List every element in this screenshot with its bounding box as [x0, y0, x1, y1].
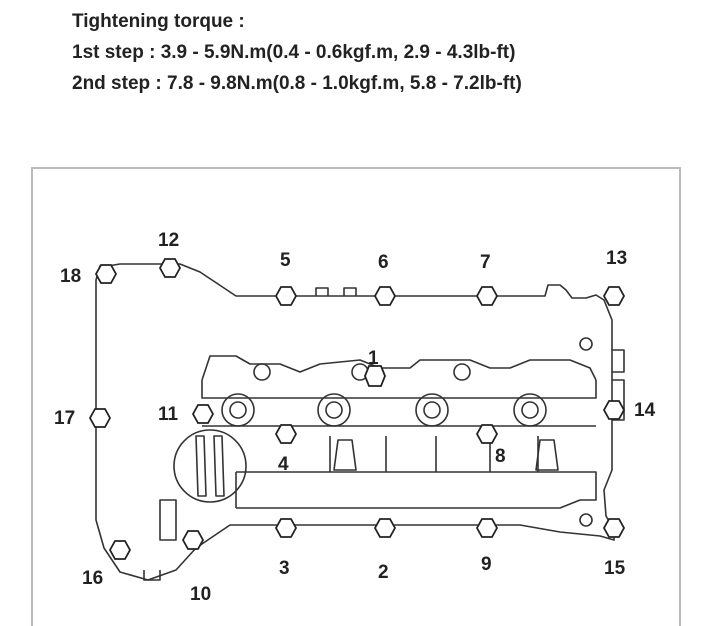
bolt-16 [108, 540, 132, 560]
bolt-label-12: 12 [158, 230, 179, 251]
bolt-labels: 1 2 3 4 5 6 7 8 9 10 11 12 13 14 15 16 1… [54, 230, 656, 605]
bolt-label-18: 18 [60, 266, 81, 287]
bolt-1 [364, 365, 386, 387]
bolt-14 [602, 400, 626, 420]
bolt-17 [88, 408, 112, 428]
bolt-label-16: 16 [82, 568, 103, 589]
torque-spec: Tightening torque : 1st step : 3.9 - 5.9… [72, 6, 522, 99]
bolt-5 [274, 286, 298, 306]
bolt-label-8: 8 [495, 446, 506, 467]
bolt-18 [94, 264, 118, 284]
bolt-label-14: 14 [634, 400, 656, 421]
bolt-label-11: 11 [158, 404, 179, 425]
bolt-10 [181, 530, 205, 550]
bolt-label-5: 5 [280, 250, 291, 271]
bolt-8 [475, 424, 499, 444]
bolts [88, 258, 626, 560]
bolt-label-9: 9 [481, 554, 492, 575]
bolt-label-7: 7 [480, 252, 491, 273]
bolt-3 [274, 518, 298, 538]
bolt-label-6: 6 [378, 252, 389, 273]
bolt-label-4: 4 [278, 454, 289, 475]
bolt-9 [475, 518, 499, 538]
bolt-label-3: 3 [279, 558, 290, 579]
bolt-7 [475, 286, 499, 306]
bolt-label-15: 15 [604, 558, 626, 579]
bolt-4 [274, 424, 298, 444]
figure-frame [31, 167, 681, 626]
bolt-15 [602, 518, 626, 538]
bolt-6 [373, 286, 397, 306]
bolt-13 [602, 286, 626, 306]
bolt-label-17: 17 [54, 408, 75, 429]
spec-step-1: 1st step : 3.9 - 5.9N.m(0.4 - 0.6kgf.m, … [72, 42, 516, 63]
bolt-label-10: 10 [190, 584, 211, 605]
bolt-label-2: 2 [378, 562, 389, 583]
bolt-label-13: 13 [606, 248, 627, 269]
bolt-11 [191, 404, 215, 424]
bolt-label-1: 1 [368, 348, 379, 369]
spec-heading: Tightening torque : [72, 11, 245, 32]
bolt-2 [373, 518, 397, 538]
spec-step-2: 2nd step : 7.8 - 9.8N.m(0.8 - 1.0kgf.m, … [72, 73, 522, 94]
bolt-12 [158, 258, 182, 278]
